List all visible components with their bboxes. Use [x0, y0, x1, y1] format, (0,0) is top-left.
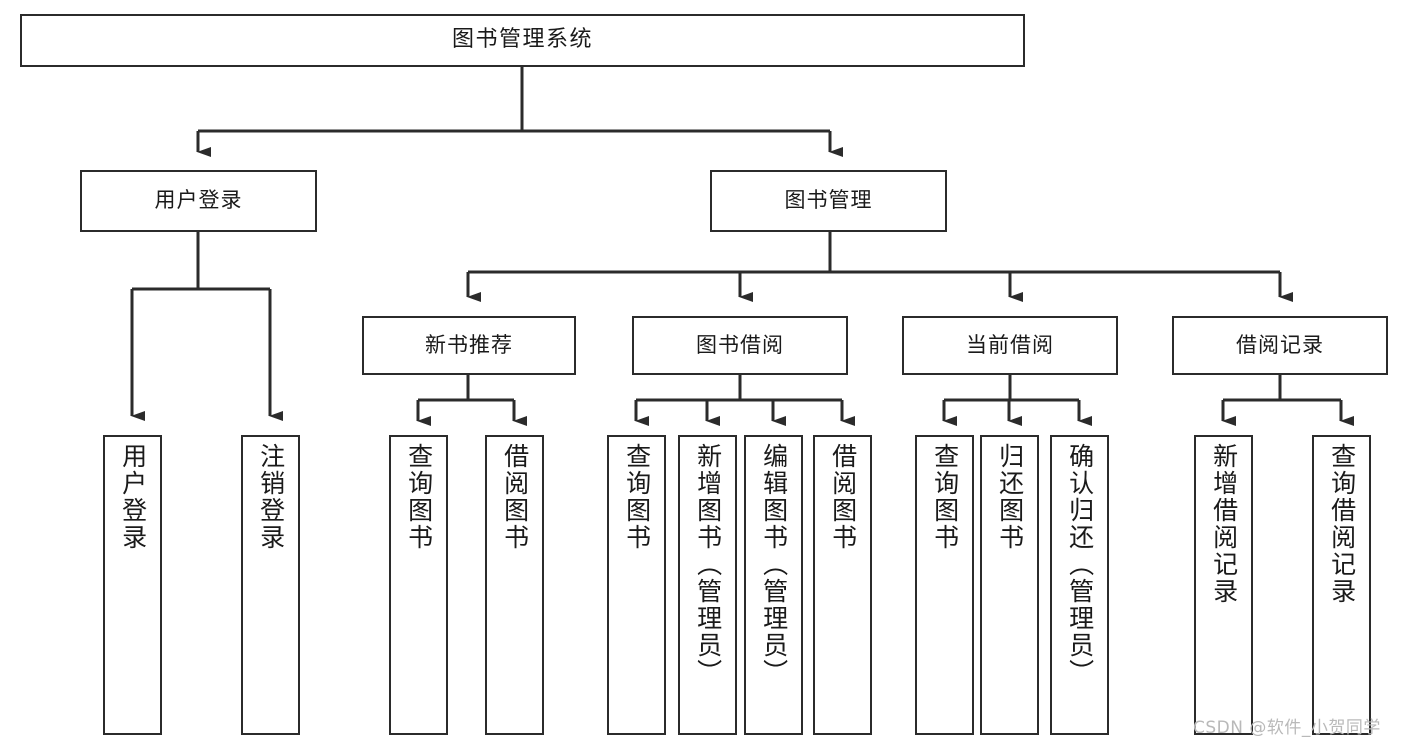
node-label: 编辑图书（管理员）	[759, 443, 789, 686]
node-label: 借阅图书	[828, 443, 858, 551]
node-label: 图书管理	[784, 188, 873, 213]
node-book-management[interactable]: 图书管理	[710, 170, 947, 232]
leaf-book-borrow-borrow[interactable]: 借阅图书	[813, 435, 872, 735]
node-user-login[interactable]: 用户登录	[80, 170, 317, 232]
leaf-new-book-query[interactable]: 查询图书	[389, 435, 448, 735]
leaf-new-book-borrow[interactable]: 借阅图书	[485, 435, 544, 735]
node-book-borrow[interactable]: 图书借阅	[632, 316, 848, 375]
node-label: 查询借阅记录	[1327, 443, 1357, 605]
leaf-borrow-record-query[interactable]: 查询借阅记录	[1312, 435, 1371, 735]
node-label: 查询图书	[930, 443, 960, 551]
node-label: 新增借阅记录	[1209, 443, 1239, 605]
node-borrow-record[interactable]: 借阅记录	[1172, 316, 1388, 375]
leaf-current-borrow-confirm-return[interactable]: 确认归还（管理员）	[1050, 435, 1109, 735]
node-root-system[interactable]: 图书管理系统	[20, 14, 1025, 67]
node-label: 借阅图书	[500, 443, 530, 551]
node-label: 用户登录	[154, 188, 243, 213]
leaf-current-borrow-return[interactable]: 归还图书	[980, 435, 1039, 735]
node-label: 当前借阅	[966, 332, 1054, 357]
node-label: 图书借阅	[696, 332, 784, 357]
node-label: 新书推荐	[425, 332, 513, 357]
node-label: 图书管理系统	[451, 27, 593, 53]
leaf-book-borrow-query[interactable]: 查询图书	[607, 435, 666, 735]
node-label: 查询图书	[622, 443, 652, 551]
node-label: 用户登录	[118, 443, 148, 551]
node-label: 借阅记录	[1236, 332, 1324, 357]
node-label: 查询图书	[404, 443, 434, 551]
watermark-text: CSDN @软件_小贺同学	[1193, 718, 1381, 738]
node-label: 注销登录	[256, 443, 286, 551]
node-label: 新增图书（管理员）	[693, 443, 723, 686]
leaf-user-login-logout[interactable]: 注销登录	[241, 435, 300, 735]
node-new-book-recommend[interactable]: 新书推荐	[362, 316, 576, 375]
leaf-user-login-login[interactable]: 用户登录	[103, 435, 162, 735]
leaf-book-borrow-add[interactable]: 新增图书（管理员）	[678, 435, 737, 735]
node-label: 确认归还（管理员）	[1065, 443, 1095, 686]
leaf-current-borrow-query[interactable]: 查询图书	[915, 435, 974, 735]
leaf-book-borrow-edit[interactable]: 编辑图书（管理员）	[744, 435, 803, 735]
node-current-borrow[interactable]: 当前借阅	[902, 316, 1118, 375]
leaf-borrow-record-add[interactable]: 新增借阅记录	[1194, 435, 1253, 735]
node-label: 归还图书	[995, 443, 1025, 551]
